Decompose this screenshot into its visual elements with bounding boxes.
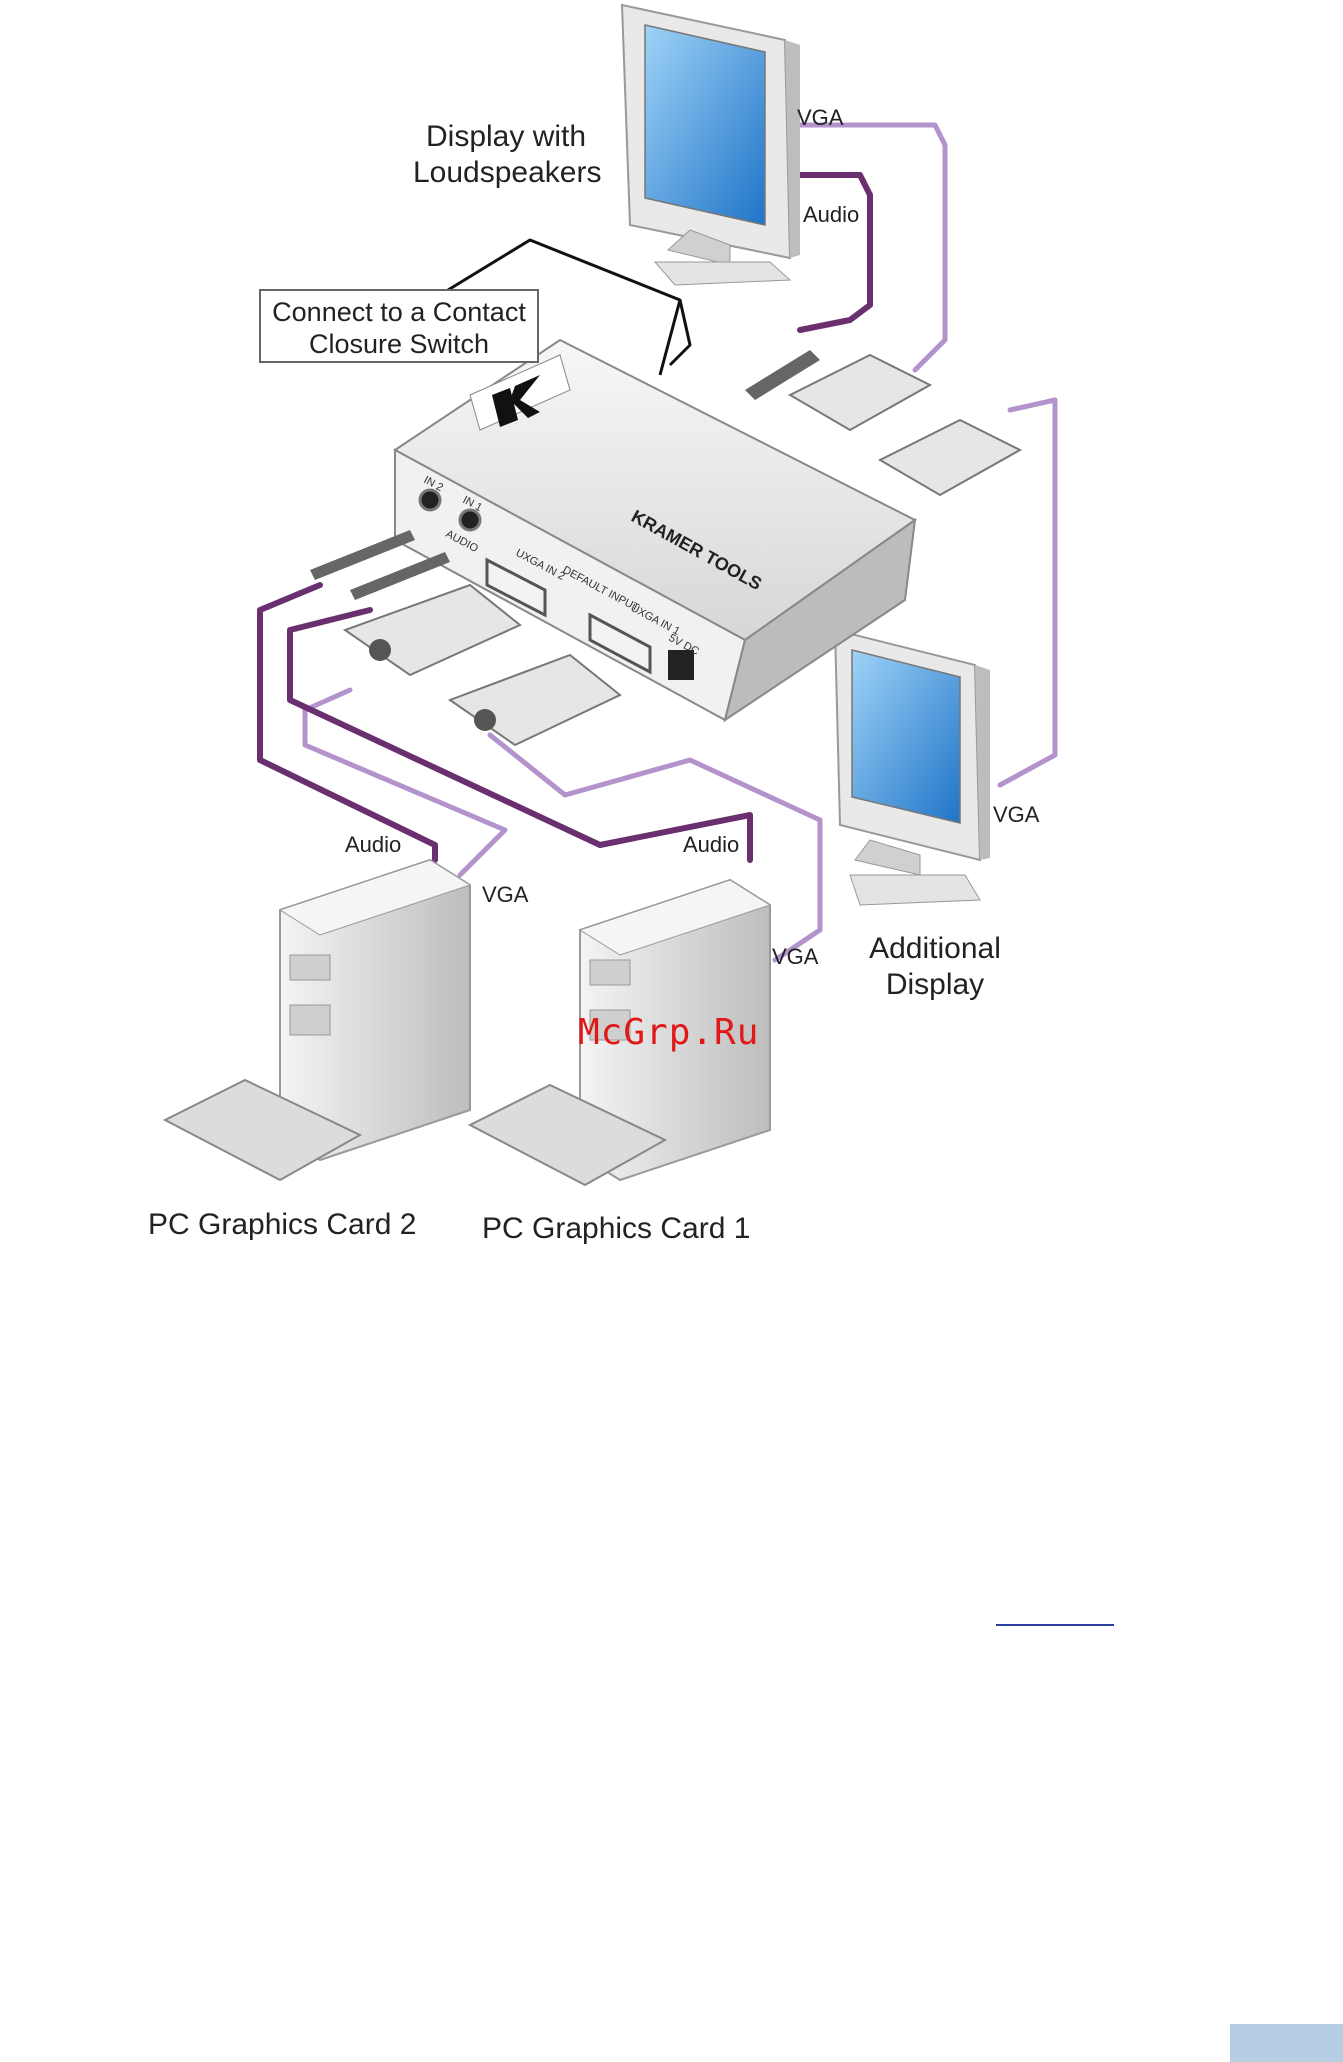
vga-label-top: VGA [797,105,844,130]
vga-connector-left-2 [450,655,620,745]
pc2-label: PC Graphics Card 2 [148,1208,416,1241]
watermark: McGrp.Ru [578,1012,759,1053]
page-number-tab [1230,2024,1343,2062]
vga-thumbscrew-2 [474,709,496,731]
vga-connector-top [790,355,930,430]
display-with-loudspeakers [622,5,800,285]
connection-diagram: KRAMER TOOLS IN 2 IN 1 AUDIO UXGA IN 2 U… [0,0,1343,1260]
audio-cable-top-display [795,175,870,330]
vga-label-pc1: VGA [772,944,819,969]
additional-display-label-line1: Additional [869,932,1001,965]
display-main-label-line2: Loudspeakers [413,156,601,189]
vga-thumbscrew-1 [369,639,391,661]
additional-display [835,630,990,905]
audio-label-top: Audio [803,202,859,227]
additional-display-label-line2: Display [886,968,984,1001]
vga-connector-right [880,420,1020,495]
pc-graphics-card-2 [165,860,470,1180]
contact-label-line1: Connect to a Contact [272,297,526,327]
vga-label-right: VGA [993,802,1040,827]
audio-in2-jack [420,490,440,510]
vga-label-pc2: VGA [482,882,529,907]
hyperlink-underline[interactable] [996,1624,1114,1626]
audio-label-pc2: Audio [345,832,401,857]
vga-connector-left-1 [345,585,520,675]
contact-label-line2: Closure Switch [309,329,489,359]
display-main-label-line1: Display with [426,120,586,153]
audio-label-pc1: Audio [683,832,739,857]
pc1-label: PC Graphics Card 1 [482,1212,750,1245]
